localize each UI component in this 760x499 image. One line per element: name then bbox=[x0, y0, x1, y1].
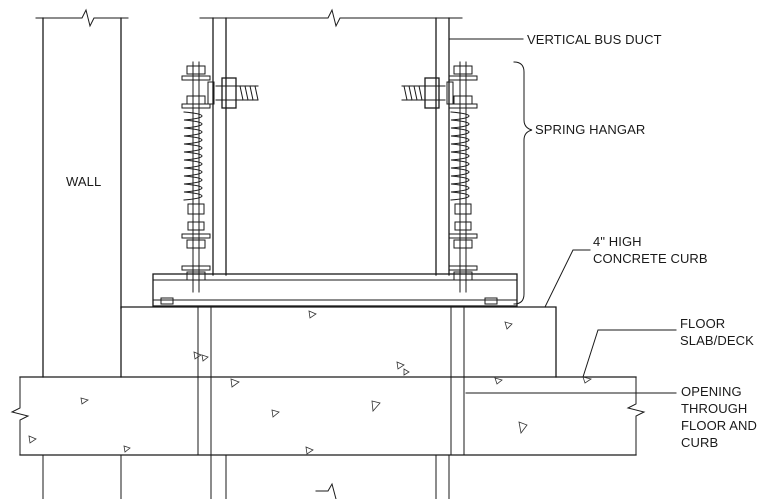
concrete-curb bbox=[120, 306, 557, 378]
wall bbox=[35, 8, 129, 499]
spring-coil-right bbox=[450, 111, 470, 201]
floor-label-line2: SLAB/DECK bbox=[680, 333, 754, 348]
vertical-bus-duct-label: VERTICAL BUS DUCT bbox=[527, 32, 662, 47]
curb-label-line2: CONCRETE CURB bbox=[593, 251, 708, 266]
spring-coil-left bbox=[183, 111, 203, 201]
spring-hanger-left bbox=[181, 61, 259, 293]
floor-slab bbox=[10, 376, 646, 456]
labels: WALL VERTICAL BUS DUCT SPRING HANGAR 4" … bbox=[66, 32, 757, 450]
vertical-bus-duct bbox=[197, 8, 465, 499]
wall-label: WALL bbox=[66, 174, 101, 189]
opening-label-line2: THROUGH bbox=[681, 401, 747, 416]
opening-label-line1: OPENING bbox=[681, 384, 742, 399]
support-channel bbox=[152, 273, 518, 307]
curb-label-line1: 4" HIGH bbox=[593, 234, 642, 249]
opening-label-line4: CURB bbox=[681, 435, 718, 450]
floor-label-line1: FLOOR bbox=[680, 316, 725, 331]
opening-label-line3: FLOOR AND bbox=[681, 418, 757, 433]
leader-lines bbox=[448, 38, 677, 394]
spring-hangar-label: SPRING HANGAR bbox=[535, 122, 645, 137]
spring-hanger-right bbox=[401, 61, 478, 293]
